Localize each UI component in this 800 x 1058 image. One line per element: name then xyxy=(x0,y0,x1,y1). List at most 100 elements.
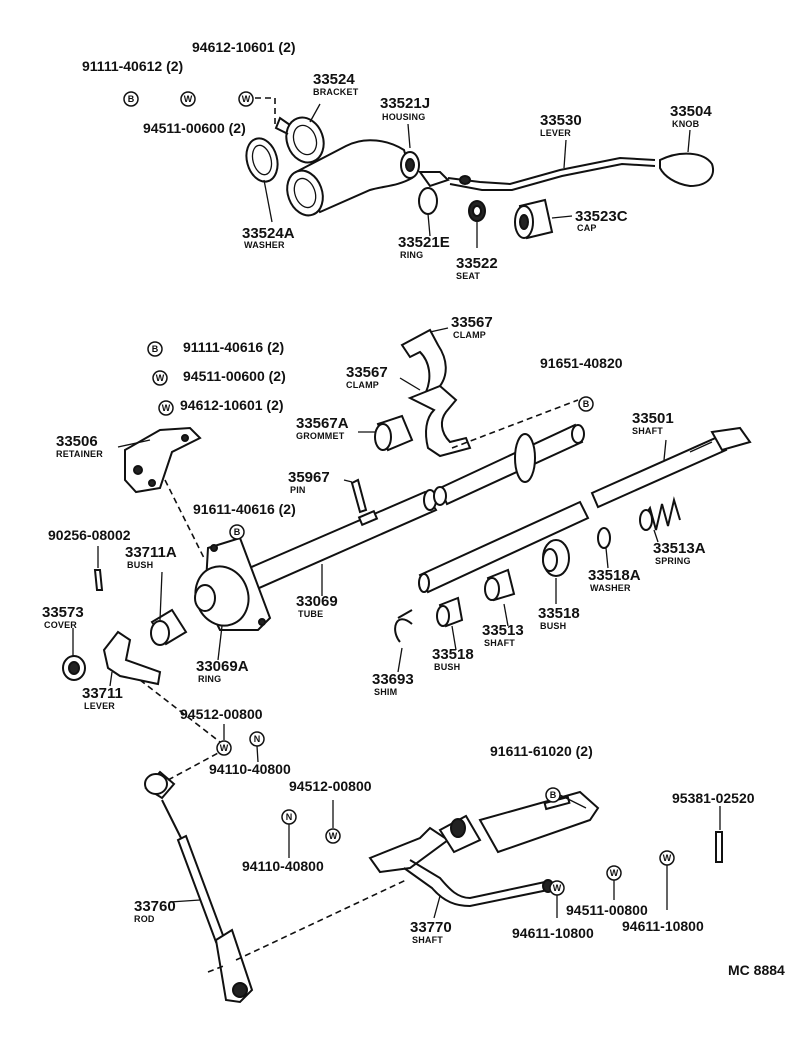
bush-33518-right-drawing xyxy=(542,539,570,577)
svg-text:W: W xyxy=(329,831,338,841)
fastener-label: 94512-00800 xyxy=(180,706,263,722)
part-number-label: 33501 xyxy=(632,410,674,427)
part-name-label: SHAFT xyxy=(632,426,663,436)
fastener-label: 91651-40820 xyxy=(540,355,623,371)
fastener-label: 94512-00800 xyxy=(289,778,372,794)
part-name-label: BUSH xyxy=(434,662,460,672)
part-name-label: SHIM xyxy=(374,687,397,697)
part-name-label: CAP xyxy=(577,223,597,233)
fastener-label: 94511-00600 (2) xyxy=(183,368,286,384)
diagram-code-label: MC 8884 xyxy=(728,962,785,978)
part-name-label: CLAMP xyxy=(453,330,486,340)
pin-90256-drawing xyxy=(93,569,104,591)
washer-badge-icon: W xyxy=(606,865,622,881)
spring-33513a-drawing xyxy=(639,496,681,531)
bolt-badge-icon: B xyxy=(123,91,139,107)
part-name-label: RING xyxy=(400,250,423,260)
fastener-label: 90256-08002 xyxy=(48,527,131,543)
shaft-33770-drawing xyxy=(368,790,600,908)
part-name-label: SPRING xyxy=(655,556,691,566)
part-name-label: PIN xyxy=(290,485,306,495)
part-name-label: CLAMP xyxy=(346,380,379,390)
part-number-label: 33069A xyxy=(196,658,249,675)
bolt-badge-icon: B xyxy=(147,341,163,357)
seat-33522-drawing xyxy=(468,200,486,222)
washer-badge-icon: W xyxy=(152,370,168,386)
fastener-label: 94511-00800 xyxy=(566,902,648,918)
part-number-label: 33524A xyxy=(242,225,295,242)
shaft-33513-collar-drawing xyxy=(484,568,516,602)
bush-33711a-drawing xyxy=(150,608,188,646)
svg-text:B: B xyxy=(152,344,159,354)
part-name-label: SHAFT xyxy=(484,638,515,648)
grommet-33567a-drawing xyxy=(374,414,414,452)
washer-33524a-drawing xyxy=(245,137,279,183)
column-tube-group xyxy=(62,328,752,743)
svg-text:W: W xyxy=(156,373,165,383)
shaft-mid-drawing xyxy=(418,500,590,594)
shim-33693-drawing xyxy=(394,609,413,643)
svg-text:B: B xyxy=(234,527,241,537)
part-name-label: RING xyxy=(198,674,221,684)
part-name-label: ROD xyxy=(134,914,155,924)
svg-text:W: W xyxy=(220,743,229,753)
fastener-label: 94110-40800 xyxy=(209,761,291,777)
washer-badge-icon: W xyxy=(659,850,675,866)
washer-badge-icon: W xyxy=(216,740,232,756)
part-number-label: 33513A xyxy=(653,540,706,557)
part-name-label: BUSH xyxy=(127,560,153,570)
fastener-label: 94611-10800 xyxy=(512,925,594,941)
part-number-label: 33530 xyxy=(540,112,582,129)
nut-badge-icon: N xyxy=(249,731,265,747)
cap-33523c-drawing xyxy=(514,198,554,240)
part-name-label: TUBE xyxy=(298,609,323,619)
washer-badge-icon: W xyxy=(549,880,565,896)
svg-text:W: W xyxy=(663,853,672,863)
shaft-upper-section-drawing xyxy=(433,423,585,506)
part-number-label: 33518A xyxy=(588,567,641,584)
part-number-label: 33573 xyxy=(42,604,84,621)
svg-text:W: W xyxy=(610,868,619,878)
retainer-33506-drawing xyxy=(124,426,202,494)
washer-badge-icon: W xyxy=(238,91,254,107)
bush-33518-left-drawing xyxy=(436,596,464,628)
svg-text:N: N xyxy=(254,734,261,744)
fastener-badges: B W W B W W B B W N N W B W W W xyxy=(123,91,675,896)
part-name-label: LEVER xyxy=(540,128,571,138)
svg-text:N: N xyxy=(286,812,293,822)
part-number-label: 35967 xyxy=(288,469,330,486)
part-number-label: 33770 xyxy=(410,919,452,936)
bolt-badge-icon: B xyxy=(229,524,245,540)
bracket-33524-drawing xyxy=(274,116,325,164)
part-number-label: 33567 xyxy=(346,364,388,381)
part-name-label: LEVER xyxy=(84,701,115,711)
part-number-label: 33522 xyxy=(456,255,498,272)
svg-text:B: B xyxy=(550,790,557,800)
washer-badge-icon: W xyxy=(180,91,196,107)
housing-33521j-drawing xyxy=(286,139,420,217)
part-number-label: 33523C xyxy=(575,208,628,225)
ring-33069a-drawing xyxy=(194,565,250,627)
fastener-label: 91111-40616 (2) xyxy=(183,339,284,355)
part-number-label: 33760 xyxy=(134,898,176,915)
lever-33530-drawing xyxy=(418,156,656,191)
shaft-33501-drawing xyxy=(590,426,752,509)
fastener-label: 94611-10800 xyxy=(622,918,704,934)
fastener-label: 94612-10601 (2) xyxy=(180,397,284,413)
fastener-label: 91611-61020 (2) xyxy=(490,743,593,759)
svg-text:B: B xyxy=(128,94,135,104)
part-number-label: 33524 xyxy=(313,71,355,88)
nut-badge-icon: N xyxy=(281,809,297,825)
part-number-label: 33518 xyxy=(538,605,580,622)
shift-lever-housing-group xyxy=(245,97,714,240)
part-name-label: BUSH xyxy=(540,621,566,631)
part-number-label: 33069 xyxy=(296,593,338,610)
washer-33518a-drawing xyxy=(597,527,611,549)
fastener-label: 94110-40800 xyxy=(242,858,324,874)
part-labels: 94612-10601 (2) 91111-40612 (2) 33524 BR… xyxy=(42,39,785,978)
part-number-label: 33518 xyxy=(432,646,474,663)
part-number-label: 33521J xyxy=(380,95,430,112)
screw-95381-drawing xyxy=(715,831,723,863)
part-number-label: 33506 xyxy=(56,433,98,450)
